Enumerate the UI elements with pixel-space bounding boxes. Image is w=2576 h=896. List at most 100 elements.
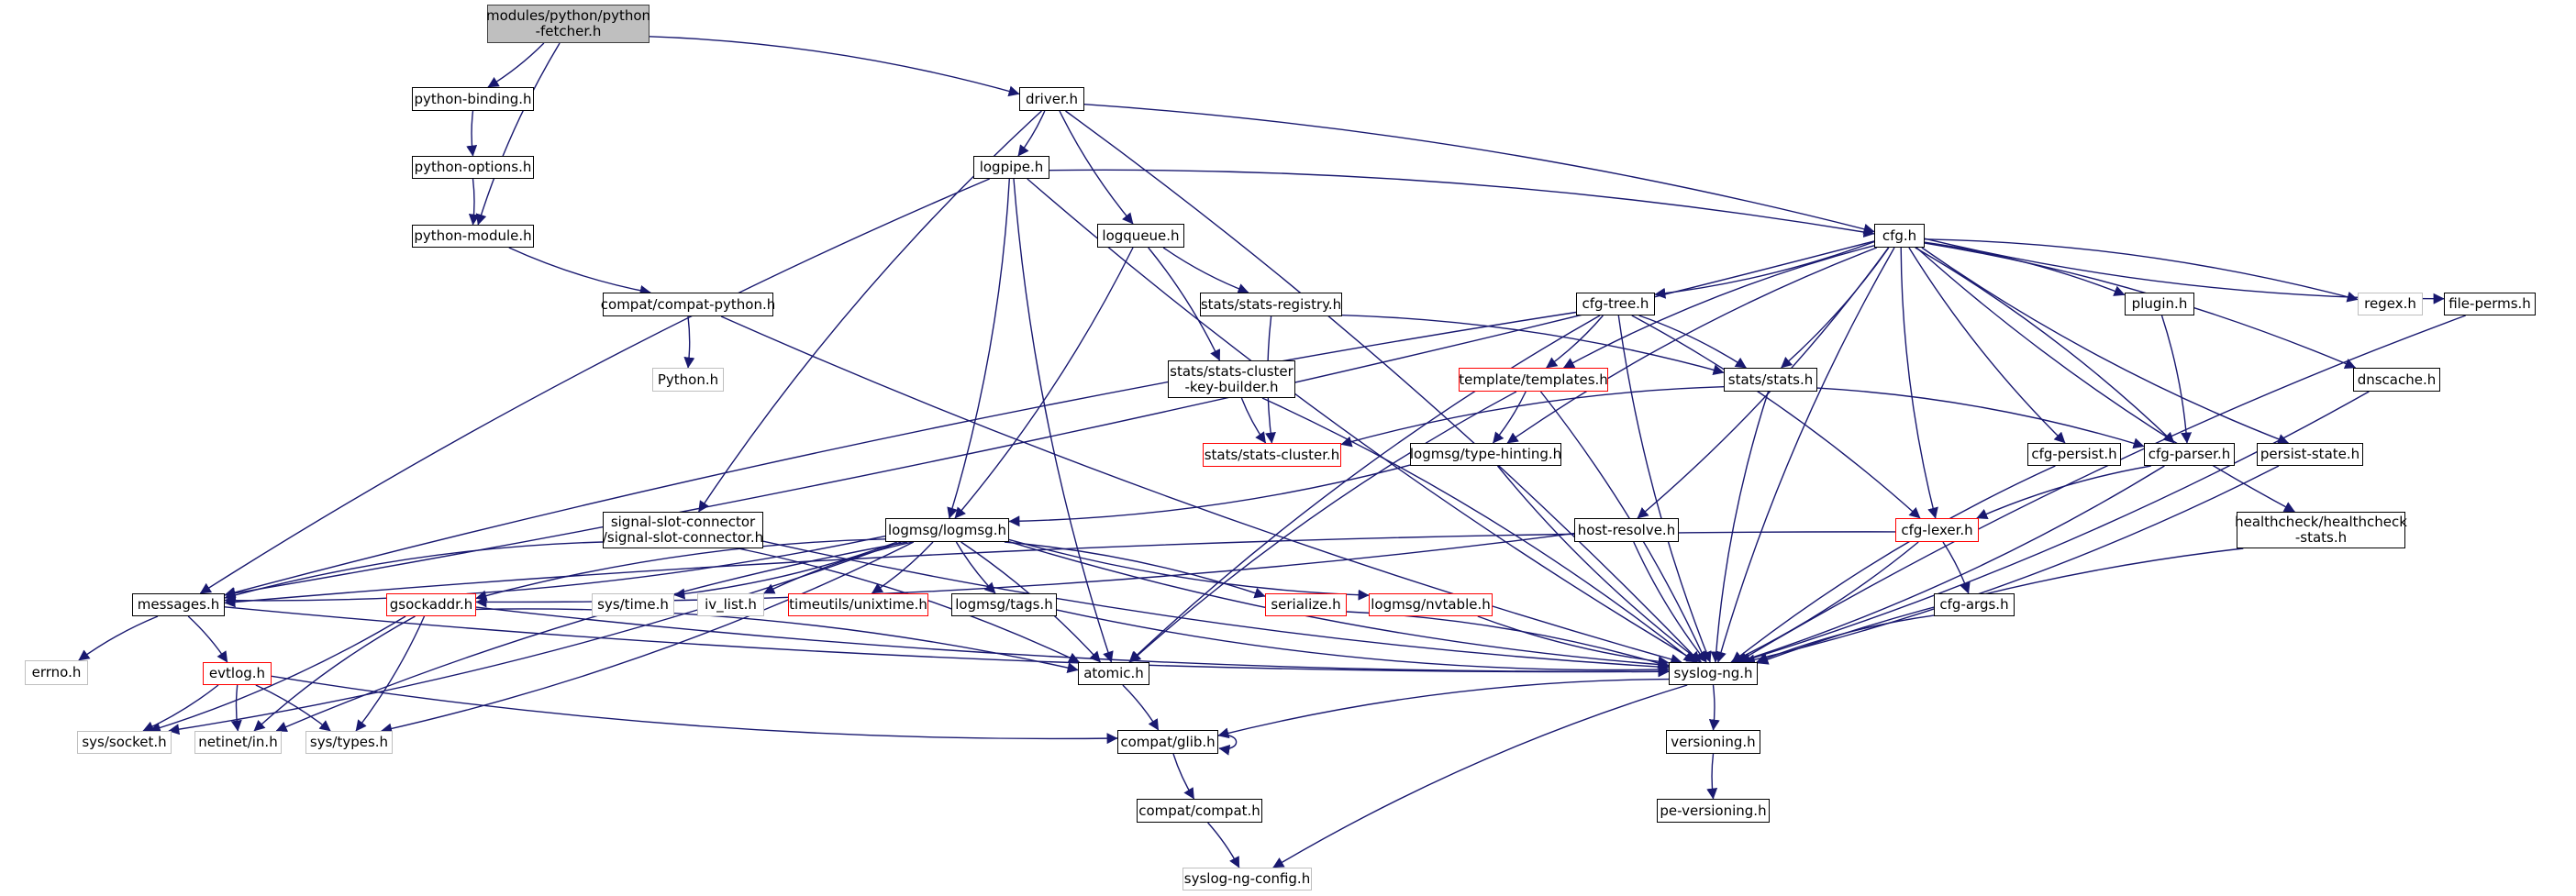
edge-evtlog-to-netinet-in — [230, 684, 242, 732]
node-label: compat/compat.h — [1138, 802, 1260, 819]
node-file-perms[interactable]: file-perms.h — [2444, 293, 2536, 315]
node-versioning[interactable]: versioning.h — [1666, 730, 1760, 754]
node-stats-cluster[interactable]: stats/stats-cluster.h — [1203, 443, 1341, 467]
node-dnscache[interactable]: dnscache.h — [2353, 368, 2440, 392]
node-label: syslog-ng-config.h — [1183, 870, 1311, 887]
node-label: stats/stats-registry.h — [1200, 295, 1342, 313]
edge-cfg-tree-to-templates — [1546, 315, 1604, 369]
node-label: atomic.h — [1083, 665, 1144, 681]
node-python-options[interactable]: python-options.h — [412, 156, 534, 179]
edge-logpipe-to-cfg — [1049, 169, 1875, 238]
node-regex[interactable]: regex.h — [2358, 293, 2423, 315]
node-python-module[interactable]: python-module.h — [412, 225, 534, 248]
node-serialize[interactable]: serialize.h — [1265, 593, 1347, 616]
node-persist-state[interactable]: persist-state.h — [2257, 443, 2363, 466]
edge-syslog-ng-to-glib — [1217, 678, 1670, 739]
node-syslog-ng-config[interactable]: syslog-ng-config.h — [1183, 868, 1312, 890]
node-cfg[interactable]: cfg.h — [1874, 224, 1925, 248]
edge-gsockaddr-to-syslog-ng — [475, 606, 1670, 677]
node-logmsg[interactable]: logmsg/logmsg.h — [885, 518, 1009, 542]
node-atomic[interactable]: atomic.h — [1078, 662, 1149, 685]
node-signal-slot[interactable]: signal-slot-connector /signal-slot-conne… — [603, 512, 763, 548]
node-stats-ckb[interactable]: stats/stats-cluster -key-builder.h — [1168, 360, 1295, 398]
edge-serialize-to-syslog-ng — [1346, 611, 1670, 669]
node-cfg-persist[interactable]: cfg-persist.h — [2027, 443, 2121, 466]
node-compat[interactable]: compat/compat.h — [1137, 799, 1262, 823]
node-label: compat/compat-python.h — [600, 295, 776, 313]
node-host-resolve[interactable]: host-resolve.h — [1574, 518, 1679, 542]
node-label: serialize.h — [1271, 596, 1341, 613]
edge-logmsg-to-sys-socket — [168, 541, 902, 736]
node-tags[interactable]: logmsg/tags.h — [951, 593, 1057, 616]
node-label: logmsg/logmsg.h — [888, 521, 1006, 538]
node-syslog-ng[interactable]: syslog-ng.h — [1669, 662, 1758, 685]
edge-cfg-to-file-perms — [1924, 238, 2445, 304]
node-netinet-in[interactable]: netinet/in.h — [194, 731, 282, 754]
node-sys-types[interactable]: sys/types.h — [305, 731, 393, 754]
edge-cfg-to-cfg-persist — [1908, 247, 2066, 444]
node-sys-time[interactable]: sys/time.h — [592, 593, 674, 616]
edge-file-perms-to-syslog-ng — [1737, 315, 2466, 663]
node-label: pe-versioning.h — [1660, 802, 1767, 819]
edge-logmsg-to-nvtable — [1008, 538, 1370, 601]
node-errno[interactable]: errno.h — [25, 660, 88, 685]
node-driver[interactable]: driver.h — [1019, 87, 1084, 111]
edge-logmsg-to-syslog-ng — [1008, 541, 1670, 670]
node-unixtime[interactable]: timeutils/unixtime.h — [788, 593, 928, 616]
node-gsockaddr[interactable]: gsockaddr.h — [386, 593, 476, 616]
node-cfg-lexer[interactable]: cfg-lexer.h — [1895, 518, 1979, 542]
edge-cfg-to-type-hinting — [1506, 247, 1878, 444]
edge-plugin-to-cfg-parser — [2160, 315, 2193, 444]
node-pe-versioning[interactable]: pe-versioning.h — [1657, 799, 1770, 823]
edge-cfg-parser-to-syslog-ng — [1738, 465, 2165, 665]
edge-evtlog-to-sys-socket — [142, 684, 219, 732]
edge-stats-registry-to-stats — [1341, 315, 1725, 376]
edge-gsockaddr-to-sys-types — [355, 615, 426, 732]
node-messages[interactable]: messages.h — [132, 593, 225, 616]
node-stats[interactable]: stats/stats.h — [1724, 368, 1817, 392]
edge-logqueue-to-stats-ckb — [1148, 247, 1221, 361]
node-glib[interactable]: compat/glib.h — [1117, 730, 1218, 754]
edge-logmsg-to-sys-time — [673, 541, 898, 600]
edge-cfg-to-dnscache — [1924, 242, 2357, 370]
node-plugin[interactable]: plugin.h — [2125, 293, 2194, 315]
node-cfg-parser[interactable]: cfg-parser.h — [2144, 443, 2235, 466]
edge-cfg-to-healthcheck — [1915, 247, 2295, 513]
node-templates[interactable]: template/templates.h — [1459, 368, 1608, 392]
node-healthcheck[interactable]: healthcheck/healthcheck -stats.h — [2235, 512, 2407, 548]
node-label: stats/stats.h — [1727, 371, 1814, 388]
node-iv-list[interactable]: iv_list.h — [697, 593, 764, 616]
edge-stats-ckb-to-syslog-ng — [1261, 397, 1695, 663]
edge-versioning-to-pe-versioning — [1706, 753, 1718, 800]
edge-cfg-lexer-to-syslog-ng — [1730, 541, 1919, 663]
node-nvtable[interactable]: logmsg/nvtable.h — [1369, 593, 1493, 616]
node-logpipe[interactable]: logpipe.h — [973, 156, 1049, 179]
node-cfg-args[interactable]: cfg-args.h — [1934, 593, 2015, 616]
edge-nvtable-to-syslog-ng — [1477, 615, 1670, 668]
edge-messages-to-errno — [78, 615, 159, 661]
node-evtlog[interactable]: evtlog.h — [203, 662, 272, 685]
node-label: gsockaddr.h — [389, 596, 473, 613]
edge-signal-slot-to-messages — [224, 541, 604, 601]
node-type-hinting[interactable]: logmsg/type-hinting.h — [1410, 443, 1561, 466]
node-python-binding[interactable]: python-binding.h — [412, 87, 534, 111]
node-logqueue[interactable]: logqueue.h — [1097, 224, 1184, 248]
node-cfg-tree[interactable]: cfg-tree.h — [1576, 293, 1655, 315]
edge-type-hinting-to-syslog-ng — [1496, 465, 1702, 663]
node-root[interactable]: modules/python/python -fetcher.h — [486, 5, 650, 43]
node-label: python-module.h — [414, 227, 532, 244]
edge-logpipe-to-logmsg — [947, 178, 1010, 519]
edge-cfg-to-stats — [1781, 247, 1890, 369]
node-stats-registry[interactable]: stats/stats-registry.h — [1200, 293, 1342, 316]
node-compat-python[interactable]: compat/compat-python.h — [600, 293, 776, 316]
edge-templates-to-type-hinting — [1492, 391, 1527, 444]
node-label: signal-slot-connector /signal-slot-conne… — [602, 514, 764, 546]
node-label: compat/glib.h — [1120, 733, 1216, 750]
node-label: plugin.h — [2131, 295, 2188, 312]
node-label: cfg-persist.h — [2031, 446, 2117, 462]
node-sys-socket[interactable]: sys/socket.h — [77, 731, 172, 754]
node-label: logqueue.h — [1102, 227, 1180, 244]
edge-cfg-args-to-syslog-ng — [1756, 614, 1935, 664]
node-python-h[interactable]: Python.h — [652, 368, 724, 392]
edge-cfg-to-cfg-parser — [1915, 247, 2175, 444]
